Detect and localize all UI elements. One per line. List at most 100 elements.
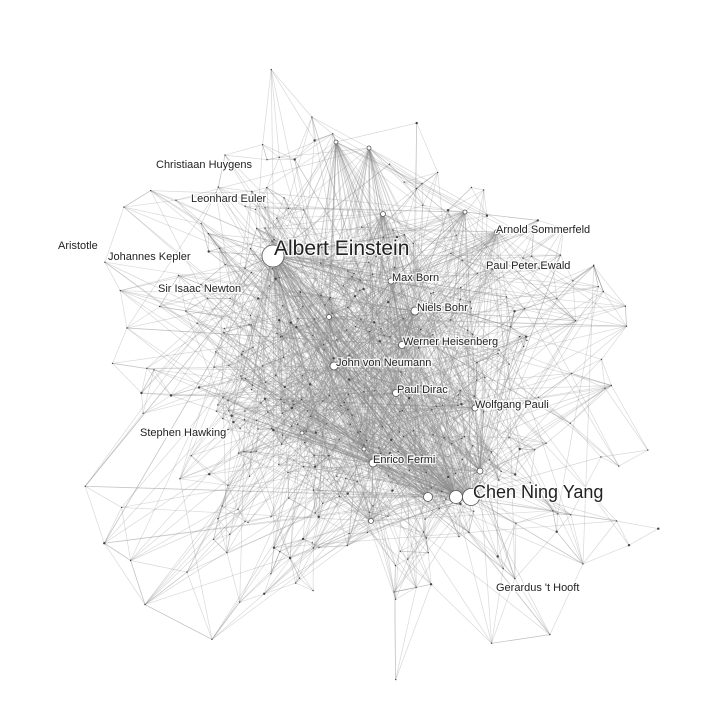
edge [514,449,536,475]
minor-node [301,374,303,377]
edge [395,392,449,478]
edge [200,223,209,234]
edge [479,339,495,472]
edge [390,280,576,322]
minor-node [572,280,574,282]
edge [256,420,259,430]
edge [186,534,231,573]
edge [299,291,304,307]
node-hub-d[interactable] [326,314,332,320]
minor-node [470,186,473,189]
node-yang-neighbor-2[interactable] [423,492,433,502]
edge [255,207,266,210]
minor-node [217,186,219,188]
node-fermi[interactable] [368,458,378,468]
edge [450,319,468,331]
minor-node [368,330,371,333]
edge [474,407,504,569]
edge [142,369,155,414]
edge [390,231,498,282]
node-dirac[interactable] [392,389,400,397]
minor-node [236,289,238,291]
edge [427,442,547,498]
edge [421,172,438,184]
minor-node [570,514,572,516]
edge [348,379,375,392]
edge [227,399,457,498]
edge [320,231,498,264]
edge [303,209,457,498]
edge [241,354,429,498]
edge [522,257,553,270]
edge [531,230,534,257]
edge [318,316,330,517]
edge [216,397,224,412]
edge [310,383,330,396]
edge [301,399,490,461]
edge [301,227,564,434]
edge [270,316,330,517]
edge [378,447,382,454]
edge [281,322,292,337]
node-sommerfeld[interactable] [494,229,500,235]
node-yang-neighbor-1[interactable] [449,490,463,504]
edge [420,385,472,498]
node-pauli[interactable] [471,404,479,412]
edge [121,507,131,561]
edge [170,392,397,396]
node-hub-b[interactable] [333,139,339,145]
edge [474,395,482,403]
edge [222,410,230,419]
edge [310,415,517,524]
edge [272,255,439,345]
node-einstein[interactable] [261,244,285,268]
node-hub-e[interactable] [299,430,305,436]
edge [347,236,398,272]
edge [378,248,403,346]
edge [215,351,230,366]
edge [303,466,372,522]
edge [318,343,413,518]
node-heisenberg[interactable] [398,341,406,349]
edge [267,411,551,635]
edge [250,315,303,434]
edge [217,518,231,535]
node-born[interactable] [387,277,395,285]
edge [215,186,219,194]
edge [222,397,229,401]
minor-node [263,397,267,400]
edge [267,411,423,457]
edge [201,223,403,346]
node-hub-g[interactable] [476,467,484,475]
node-hub-i[interactable] [462,209,468,215]
edge [306,430,316,433]
edge [368,147,434,435]
edge [359,279,364,290]
edge [293,399,302,405]
minor-node [312,547,314,549]
node-neumann[interactable] [329,361,339,371]
minor-node [490,451,493,453]
edge [569,387,606,424]
edge [342,285,457,498]
node-hub-c[interactable] [366,145,372,151]
edge [383,335,429,498]
edge [414,310,475,512]
node-hub-f[interactable] [368,518,374,524]
edge [455,336,527,498]
edge [293,399,302,405]
edge [451,437,462,445]
edge [346,462,374,546]
minor-node [412,242,414,245]
edge [196,323,274,431]
edge [272,255,571,424]
edge [270,249,517,524]
node-hub-h[interactable] [361,446,367,452]
edge [476,353,499,363]
edge [394,583,432,593]
node-bohr[interactable] [410,306,420,316]
node-hub-a[interactable] [380,211,386,217]
edge [314,147,370,514]
edge [211,231,498,640]
edge [483,189,488,216]
